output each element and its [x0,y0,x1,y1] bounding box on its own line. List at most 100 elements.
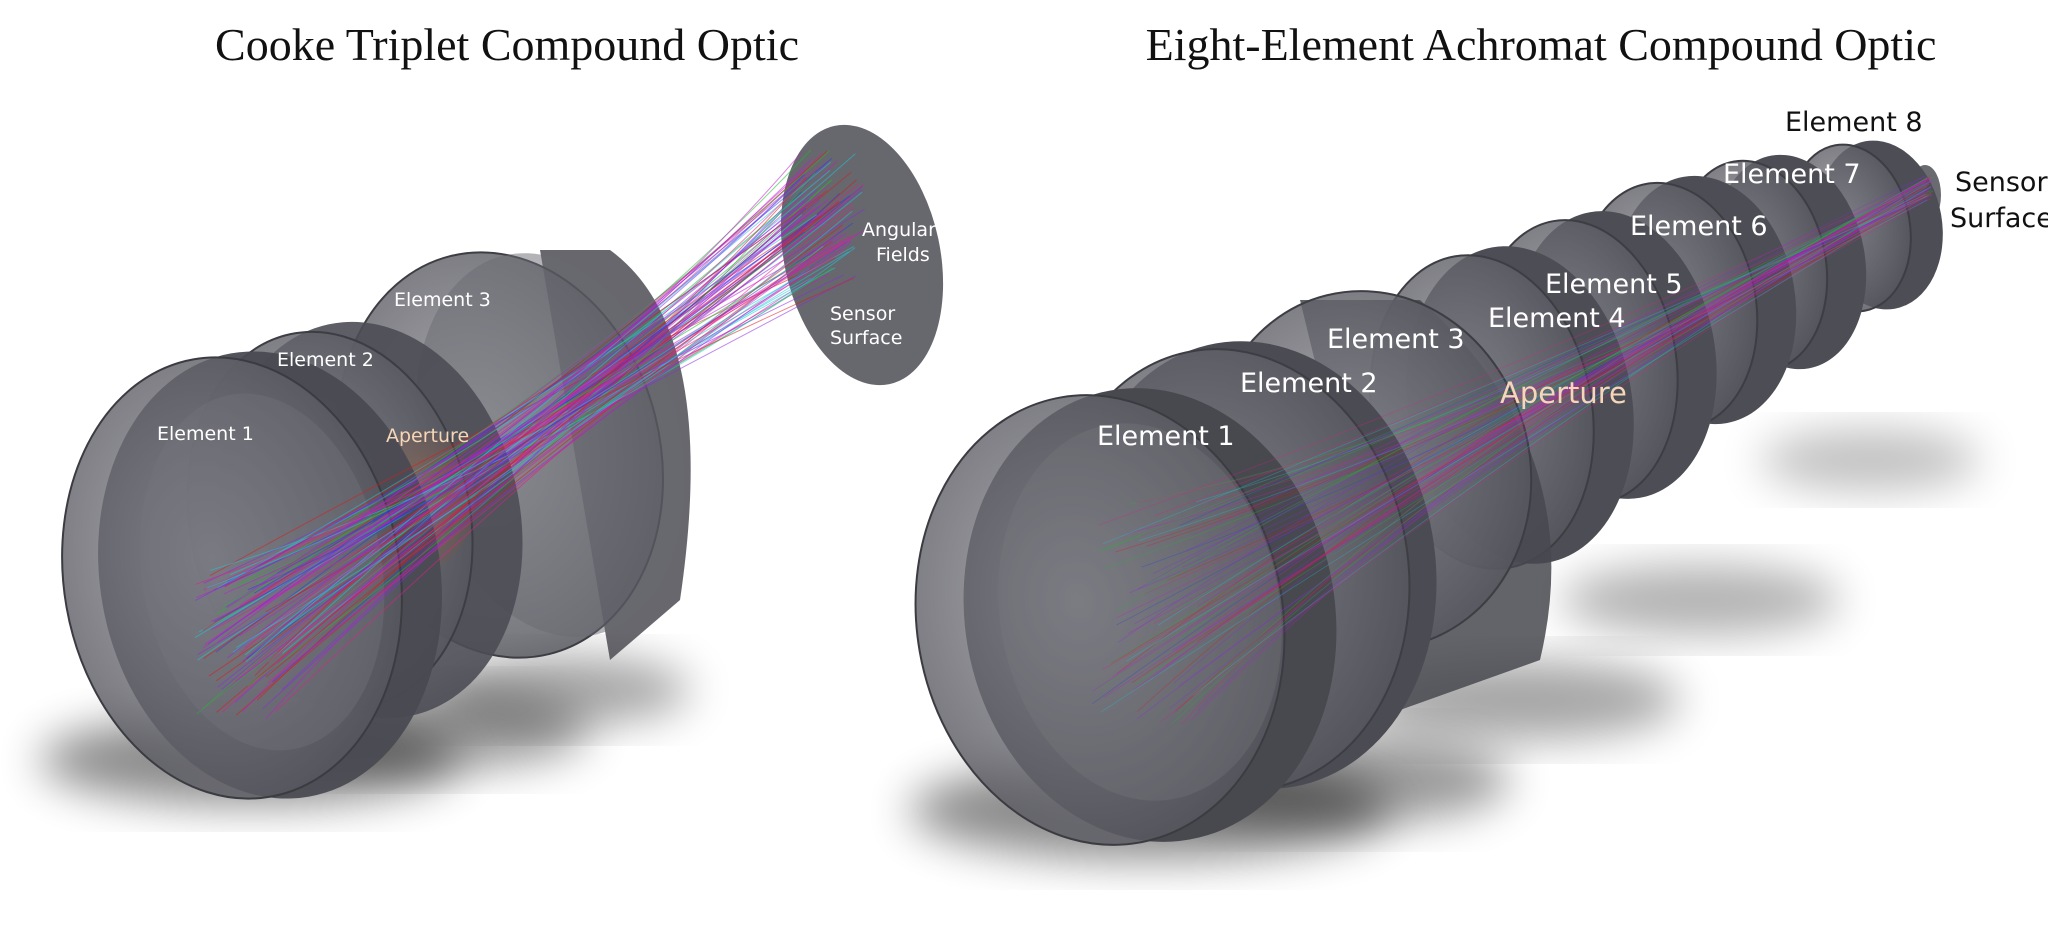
light-ray [1178,186,1927,687]
right-label-element-6: Element 6 [1630,211,1768,242]
light-ray [1169,189,1928,710]
right-label-sensor-1: Sensor [1955,167,2048,198]
light-ray [1098,177,1933,526]
light-ray [1131,198,1927,683]
light-ray [1134,177,1930,625]
light-ray [1176,183,1930,715]
light-ray [276,241,848,679]
left-label-sensor-2: Surface [830,327,902,349]
light-ray [1102,190,1934,552]
light-ray [1135,194,1933,504]
light-ray [1127,181,1930,634]
light-ray [1153,180,1933,678]
light-ray [1154,181,1932,517]
light-ray [1185,187,1928,552]
right-label-element-5: Element 5 [1545,269,1683,300]
light-ray [1193,191,1926,536]
right-label-element-8: Element 8 [1785,107,1923,138]
light-ray [1153,178,1928,574]
light-ray [1092,178,1930,692]
light-ray [1198,176,1931,504]
light-ray [1092,199,1927,705]
light-ray [216,201,842,713]
right-label-element-1: Element 1 [1097,421,1235,452]
light-ray [203,274,844,584]
light-ray [1116,193,1927,674]
right-label-element-3: Element 3 [1327,324,1465,355]
left-labels: Element 1 Element 2 Element 3 Aperture A… [157,219,936,447]
light-ray [1161,176,1933,620]
left-label-angular-fields-2: Fields [876,244,930,266]
light-ray [1137,175,1926,590]
light-ray [1108,175,1932,665]
light-ray [1127,177,1928,534]
light-ray [1196,178,1928,503]
light-ray [1170,177,1928,725]
left-label-element-2: Element 2 [277,349,374,371]
light-ray [1181,194,1926,725]
left-panel-title: Cooke Triplet Compound Optic [215,19,799,70]
left-sensor-surface [780,124,944,386]
light-ray [195,205,821,601]
light-ray [1138,199,1928,542]
light-ray [1118,181,1927,643]
light-ray [244,165,820,648]
light-ray [1134,185,1928,690]
light-ray [1182,194,1926,568]
light-ray [206,210,853,589]
light-ray [213,222,854,623]
light-ray [1172,188,1930,651]
right-label-element-7: Element 7 [1723,159,1861,190]
light-ray [1116,180,1928,626]
light-ray [1173,181,1932,684]
right-element-1 [914,388,1337,846]
light-ray [1104,188,1929,698]
light-ray [1143,197,1932,595]
light-ray [1146,192,1932,547]
light-ray [1141,195,1926,537]
light-ray [1110,186,1927,664]
light-ray [1097,183,1926,552]
light-ray [1146,182,1929,585]
left-label-element-1: Element 1 [157,423,254,445]
light-ray [1196,175,1932,643]
left-label-angular-fields-1: Angular [862,219,936,241]
light-ray [1128,195,1930,505]
light-ray [1101,194,1929,713]
light-ray [1197,193,1933,607]
light-ray [1115,178,1931,553]
left-label-aperture: Aperture [386,425,469,447]
light-ray [1179,196,1931,526]
right-ray-bundle [1092,175,1934,725]
right-labels: Element 1 Element 2 Element 3 Element 4 … [1097,107,2048,452]
left-ray-bundle [194,149,865,720]
light-ray [1159,193,1927,723]
light-ray [1102,185,1933,670]
light-ray [1126,186,1932,662]
light-ray [1141,182,1926,568]
light-ray [245,161,832,663]
light-ray [1190,180,1932,721]
light-ray [195,184,865,585]
right-label-sensor-2: Surface [1950,203,2048,234]
light-ray [1197,176,1931,711]
light-ray [1134,186,1928,685]
left-label-sensor-1: Sensor [830,303,895,325]
light-ray [1175,190,1929,712]
light-ray [1116,189,1932,612]
light-ray [238,158,812,622]
light-ray [210,179,801,631]
light-ray [209,257,836,577]
right-label-aperture: Aperture [1500,376,1627,410]
light-ray [1166,194,1928,581]
light-ray [1181,181,1927,639]
light-ray [1157,193,1926,626]
light-ray [247,172,816,687]
right-label-element-4: Element 4 [1488,303,1626,334]
light-ray [1116,190,1931,619]
right-label-element-2: Element 2 [1240,368,1378,399]
light-ray [1153,183,1929,624]
light-ray [197,267,836,661]
light-ray [267,226,845,683]
